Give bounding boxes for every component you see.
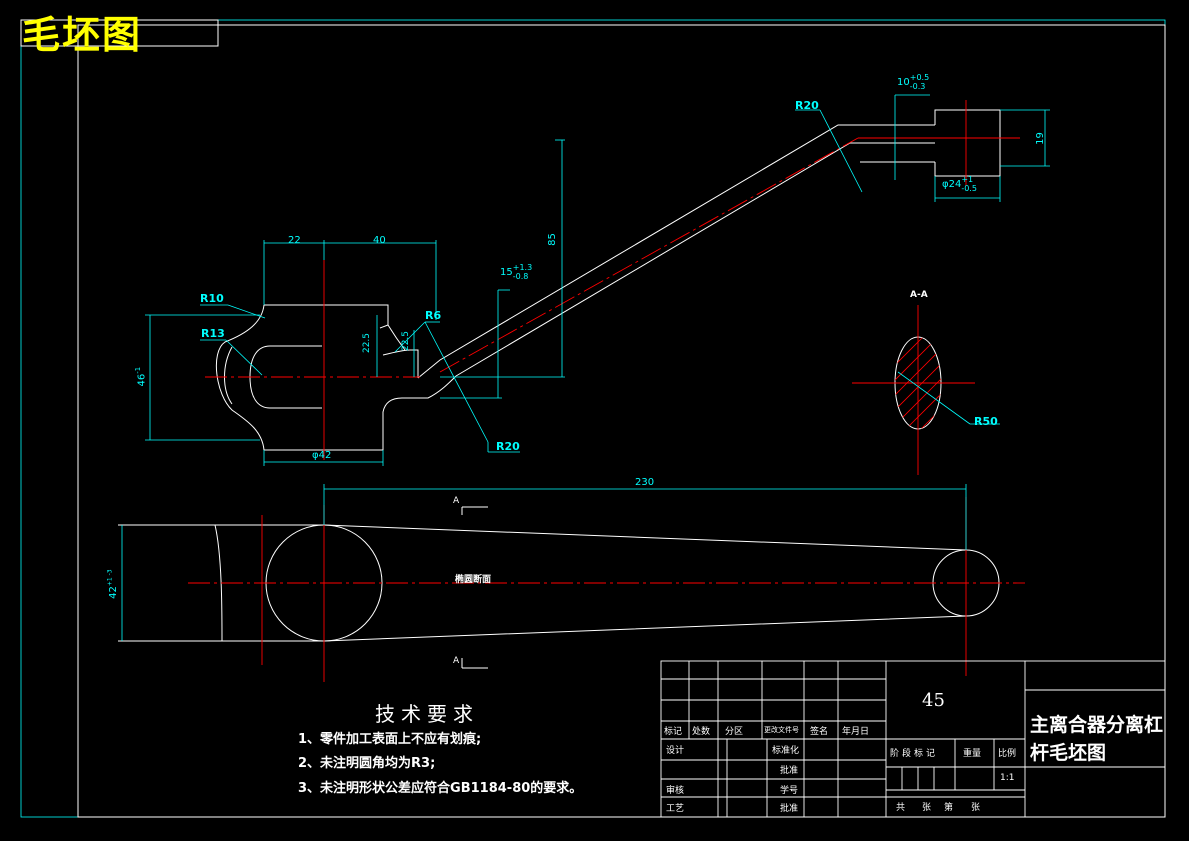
title-block-grid <box>660 660 1166 818</box>
inner-frame <box>77 24 1166 818</box>
tb-sheet-unit-1: 张 <box>922 803 932 813</box>
tb-label-standard: 标准化 <box>772 746 800 756</box>
part-name-line2: 杆毛坯图 <box>1030 742 1107 764</box>
dim-230: 230 <box>635 477 655 488</box>
dim-22-5-a: 22.5 <box>362 332 373 354</box>
part-name-line1: 主离合器分离杠 <box>1030 714 1164 736</box>
tb-label-mark: 标记 <box>664 727 683 737</box>
tb-label-student-no: 学号 <box>780 786 799 796</box>
tb-label-zone: 分区 <box>725 727 744 737</box>
tb-label-weight: 重量 <box>963 749 982 759</box>
tb-label-doc: 更改文件号 <box>764 726 799 734</box>
radius-r13: R13 <box>201 327 225 340</box>
dim-22-5-b: 22.5 <box>401 330 412 352</box>
side-view <box>205 100 1020 460</box>
tb-sheet-unit-2: 张 <box>971 803 981 813</box>
dim-19: 19 <box>1034 132 1046 145</box>
tech-req-item-1: 1、零件加工表面上不应有划痕; <box>298 732 482 747</box>
section-label: A-A <box>910 290 928 300</box>
dim-85: 85 <box>546 233 558 246</box>
material-value: 45 <box>922 690 945 711</box>
tb-sheet-no: 第 <box>944 803 954 813</box>
radius-r20-bottom: R20 <box>496 440 520 453</box>
tb-label-count: 处数 <box>692 727 711 737</box>
section-note: 椭圆断面 <box>455 575 492 585</box>
tb-label-review: 审核 <box>666 786 685 796</box>
dim-24: φ24+1-0.5 <box>942 175 977 193</box>
radius-r10: R10 <box>200 292 224 305</box>
dim-46: 46-1 <box>134 366 148 387</box>
tb-label-design: 设计 <box>666 746 685 756</box>
tb-sheet-total: 共 <box>896 803 906 813</box>
radius-r20-top: R20 <box>795 99 819 112</box>
dim-22: 22 <box>288 235 301 246</box>
tb-label-stage: 阶段标记 <box>890 749 939 759</box>
tb-label-date: 年月日 <box>842 727 870 737</box>
tb-label-approve-1: 批准 <box>780 766 799 776</box>
radius-r50: R50 <box>974 415 998 428</box>
plan-view <box>118 484 1025 682</box>
tb-label-sign: 签名 <box>810 727 829 737</box>
dim-40: 40 <box>373 235 386 246</box>
side-dimensions <box>145 94 1050 466</box>
dim-42-dia: φ42 <box>312 450 332 461</box>
tech-req-item-2: 2、未注明圆角均为R3; <box>298 756 436 771</box>
tech-req-heading: 技术要求 <box>375 702 479 726</box>
cut-label-top: A <box>453 496 460 506</box>
dim-10: 10+0.5-0.3 <box>897 73 930 91</box>
tb-label-process: 工艺 <box>666 804 685 814</box>
section-aa <box>852 305 1000 475</box>
dim-15: 15+1.3-0.8 <box>500 263 533 281</box>
radius-r6: R6 <box>425 309 442 322</box>
tb-label-scale: 比例 <box>998 749 1017 759</box>
tb-scale-value: 1:1 <box>1000 773 1015 783</box>
tech-req-item-3: 3、未注明形状公差应符合GB1184-80的要求。 <box>298 781 583 796</box>
cut-label-bottom: A <box>453 656 460 666</box>
drawing-title: 毛坯图 <box>22 13 143 57</box>
tb-label-approve-2: 批准 <box>780 804 799 814</box>
dim-42-plan: 42+1 -3 <box>106 569 119 599</box>
title-box <box>20 19 219 47</box>
